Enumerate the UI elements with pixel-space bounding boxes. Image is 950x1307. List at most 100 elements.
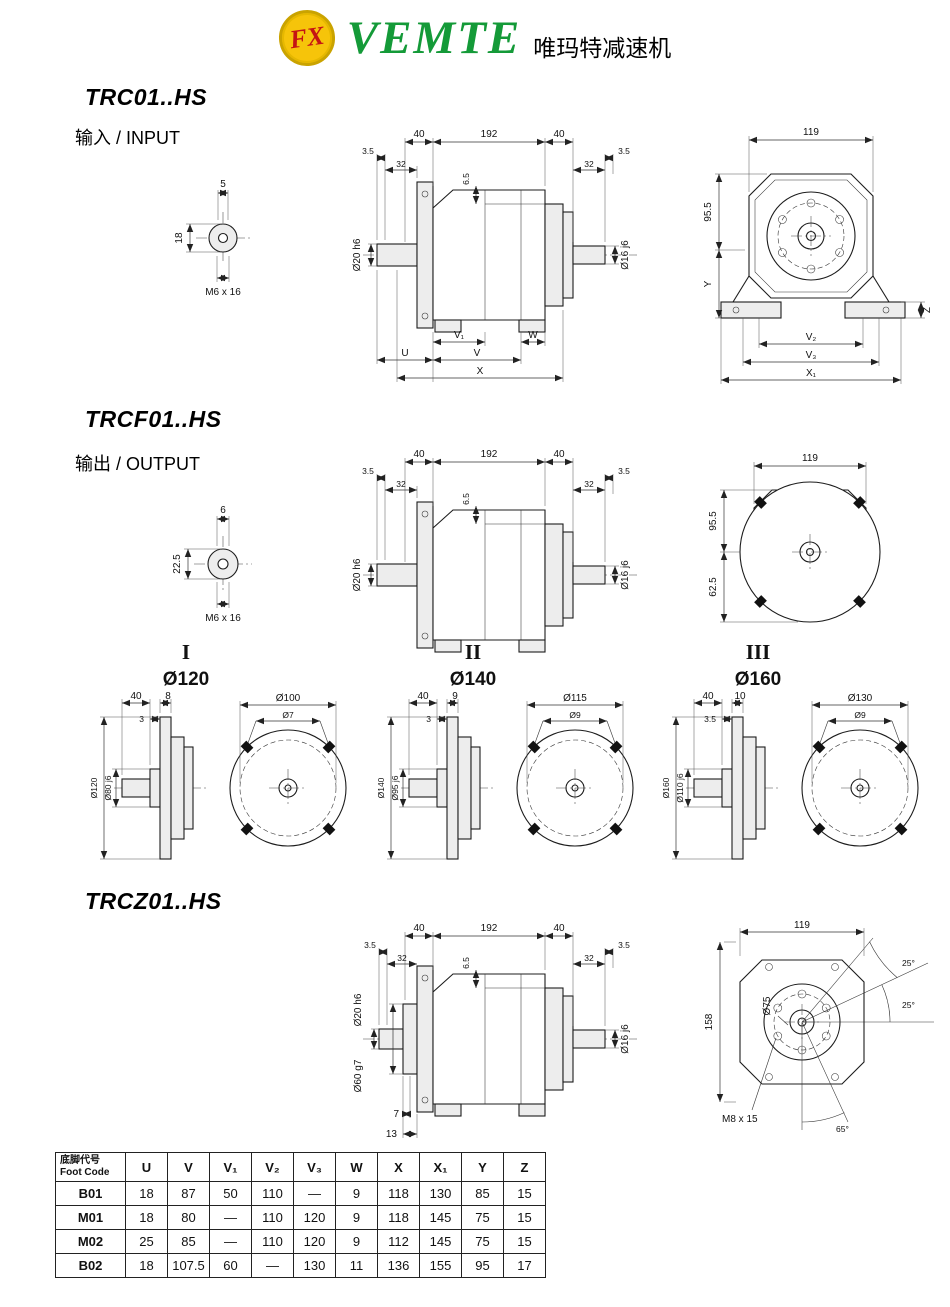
dim-label: V₂	[806, 332, 817, 343]
column-header: V₁	[209, 1152, 252, 1182]
dim-label: V	[474, 348, 481, 359]
dim-label: Ø140	[376, 777, 386, 798]
dim-label: Ø9	[854, 710, 866, 720]
dim-label: 192	[481, 449, 498, 460]
dim-label: 3.5	[362, 466, 374, 476]
trc-input-shaft-end-view: 5 18 M6 x 16	[174, 179, 250, 298]
dim-label: 9	[452, 691, 458, 702]
dim-label: Ø16 j6	[620, 240, 631, 270]
dimension-labels: 119 95.5 Y Z V₂ V₃ X₁	[703, 127, 933, 379]
dim-label: 62.5	[708, 577, 719, 597]
dim-label: 40	[553, 923, 565, 934]
value-cell: —	[209, 1229, 252, 1254]
dim-label: 95.5	[703, 202, 714, 222]
dim-label: Ø115	[563, 693, 587, 704]
brand-logo-icon: FX	[275, 6, 339, 70]
column-header: X₁	[419, 1152, 462, 1182]
value-cell: —	[209, 1205, 252, 1230]
dim-label: U	[401, 348, 408, 359]
dim-label: 3.5	[362, 146, 374, 156]
dim-label: 158	[704, 1013, 715, 1030]
flange-block-1: I Ø120	[88, 640, 373, 881]
value-cell: 95	[461, 1253, 504, 1278]
dimension-labels: 40 8 3 Ø120 Ø80 j6 Ø100 Ø7	[89, 691, 301, 801]
dimension-labels: 40 9 3 Ø140 Ø95 j6 Ø115 Ø9	[376, 691, 587, 801]
dimension-lines	[715, 136, 925, 384]
dim-label: 40	[413, 449, 425, 460]
dim-label: 40	[413, 129, 425, 140]
dim-label: 40	[413, 923, 425, 934]
shaft-end-outline	[196, 212, 250, 264]
flange-profile	[114, 716, 206, 860]
value-cell: —	[293, 1181, 336, 1206]
trc-face-view: 119 95.5 Y Z V₂ V₃ X₁	[703, 127, 933, 384]
dim-label: 22.5	[172, 554, 183, 574]
flange-numeral: II	[464, 640, 482, 664]
column-header: V₂	[251, 1152, 294, 1182]
dimension-labels: 40 192 40 3.5 32 32 3.5 6.5 Ø20 h6 Ø16 j…	[352, 129, 631, 377]
flange-drawing-120: 40 8 3 Ø120 Ø80 j6 Ø100 Ø7	[89, 691, 347, 860]
dim-label: Ø80 j6	[103, 775, 113, 800]
foot-code-cell: B01	[55, 1181, 126, 1206]
dim-label: Ø16 j6	[620, 560, 631, 590]
dim-label: 8	[165, 691, 171, 702]
flange-block-2: II Ø140	[375, 640, 660, 881]
dim-label: 18	[174, 232, 185, 244]
dim-label: Ø9	[569, 710, 581, 720]
value-cell: 130	[293, 1253, 336, 1278]
column-header: X	[377, 1152, 420, 1182]
value-cell: 15	[503, 1229, 546, 1254]
value-cell: 110	[251, 1229, 294, 1254]
dim-label: 32	[584, 479, 594, 489]
value-cell: 145	[419, 1229, 462, 1254]
section-subtitle-output: 输出 / OUTPUT	[75, 454, 200, 474]
dim-label: Ø20 h6	[353, 993, 364, 1026]
dim-label: 3.5	[618, 146, 630, 156]
value-cell: 75	[461, 1205, 504, 1230]
trcf-output-shaft-end-view: 6 22.5 M6 x 16	[172, 505, 252, 624]
dim-label: Ø16 j6	[620, 1024, 631, 1054]
column-header: V	[167, 1152, 210, 1182]
angle-label: 65°	[836, 1124, 849, 1134]
value-cell: 9	[335, 1181, 378, 1206]
dim-label: Ø95 j6	[390, 775, 400, 800]
value-cell: 118	[377, 1205, 420, 1230]
angle-construction-lines	[801, 937, 934, 1130]
value-cell: 9	[335, 1229, 378, 1254]
dimension-lines	[367, 458, 619, 587]
dim-label: 40	[702, 691, 714, 702]
dimension-labels: 40 192 40 3.5 32 32 3.5 6.5 Ø20 h6 Ø60 g…	[353, 923, 631, 1140]
value-cell: —	[251, 1253, 294, 1278]
shaft-end-dimensions: 5 18 M6 x 16	[174, 179, 241, 298]
dim-label: Ø20 h6	[352, 558, 363, 591]
dim-label: Ø110 j6	[675, 773, 685, 802]
trcz-face-view: 119 158 Ø75 25° 25° 65° M8 x 15	[704, 920, 934, 1134]
dim-label: 40	[417, 691, 429, 702]
dimension-lines	[672, 699, 909, 860]
dim-label: 3	[426, 714, 431, 724]
dim-label: Ø75	[762, 996, 773, 1015]
value-cell: 110	[251, 1205, 294, 1230]
dimension-labels: 40 192 40 3.5 32 32 3.5 6.5 Ø20 h6 Ø16 j…	[352, 449, 631, 591]
section-title-trcz: TRCZ01..HS	[85, 888, 222, 914]
angle-label: 25°	[902, 958, 915, 968]
flange-size-label: Ø120	[162, 669, 210, 690]
trc-side-view: 40 192 40 3.5 32 32 3.5 6.5 Ø20 h6 Ø16 j…	[352, 129, 637, 382]
value-cell: 136	[377, 1253, 420, 1278]
value-cell: 120	[293, 1229, 336, 1254]
value-cell: 18	[125, 1253, 168, 1278]
dim-label: 32	[584, 953, 594, 963]
dim-label: 32	[396, 479, 406, 489]
foot-code-table: 底脚代号 Foot Code U V V₁ V₂ V₃ W X X₁ Y Z B…	[55, 1152, 546, 1278]
dim-label: 13	[386, 1129, 398, 1140]
dim-label: Ø20 h6	[352, 238, 363, 271]
dim-label: 40	[553, 449, 565, 460]
value-cell: 80	[167, 1205, 210, 1230]
dim-label: 32	[584, 159, 594, 169]
column-header: U	[125, 1152, 168, 1182]
dim-label: Ø130	[848, 693, 873, 704]
